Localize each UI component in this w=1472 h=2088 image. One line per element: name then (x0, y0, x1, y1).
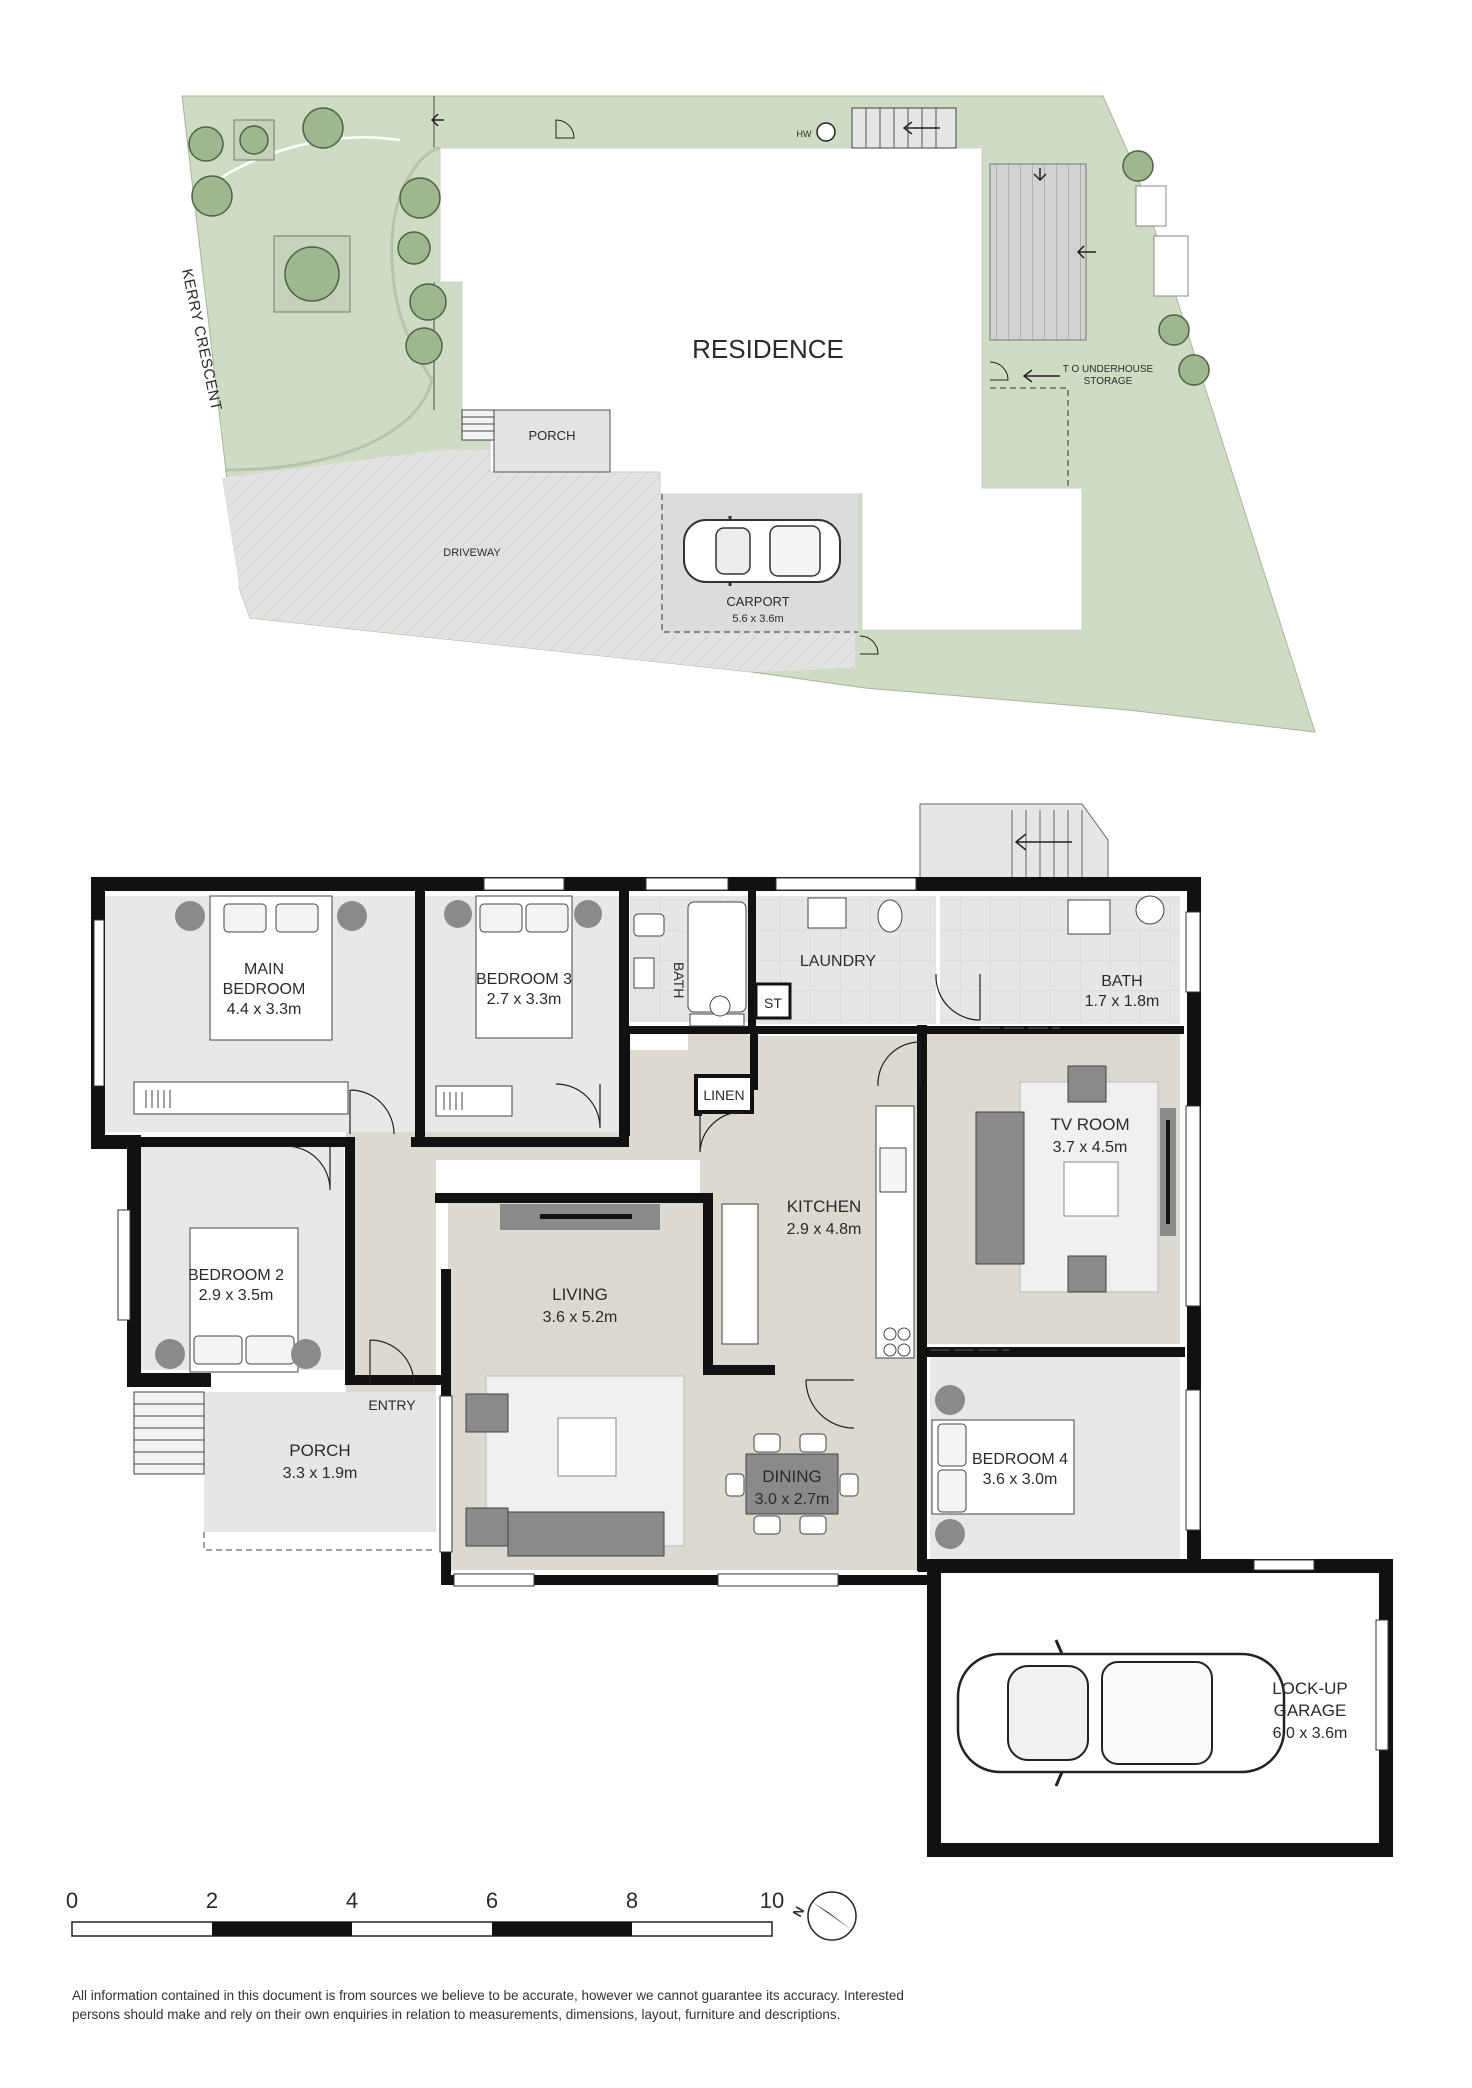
rear-stairs (851, 107, 957, 149)
bath-small-label: BATH (671, 962, 687, 998)
disclaimer-line-2: persons should make and rely on their ow… (72, 2007, 841, 2022)
residence-footprint (439, 147, 1083, 631)
garden-tree-icon (188, 107, 1210, 386)
scale-label-0: 0 (66, 1888, 78, 1913)
main-bedroom-label-1: MAIN (244, 961, 284, 978)
porch-steps (461, 409, 495, 441)
site-deck (989, 163, 1087, 341)
bath-fixtures (633, 895, 1165, 1027)
scale-label-6: 6 (486, 1888, 498, 1913)
dining-label: DINING (762, 1467, 822, 1486)
porch-size: 3.3 x 1.9m (283, 1465, 358, 1482)
residence-label: RESIDENCE (692, 334, 844, 364)
rear-stair-landing (919, 803, 1109, 881)
scale-label-2: 2 (206, 1888, 218, 1913)
carport-car-icon (683, 516, 841, 586)
wardrobe-icon (133, 1081, 513, 1117)
porch-label: PORCH (289, 1441, 350, 1460)
bedroom4-label: BEDROOM 4 (972, 1451, 1068, 1468)
kitchen-size: 2.9 x 4.8m (787, 1221, 862, 1238)
carport-label: CARPORT (726, 594, 789, 609)
garage-car-icon (956, 1639, 1286, 1787)
disclaimer-line-1: All information contained in this docume… (72, 1988, 904, 2003)
dining-table-icon (725, 1433, 859, 1535)
scale-label-10: 10 (760, 1888, 784, 1913)
house-floor-plan: MAIN BEDROOM 4.4 x 3.3m BEDROOM 3 2.7 x … (91, 803, 1393, 1857)
bath-label: BATH (1101, 973, 1142, 990)
north-arrow-icon: N (790, 1891, 857, 1941)
main-bedroom-label-2: BEDROOM (223, 981, 306, 998)
bedroom2-label: BEDROOM 2 (188, 1267, 284, 1284)
kitchen-label: KITCHEN (787, 1197, 862, 1216)
bed-icon (155, 895, 1075, 1549)
north-label: N (790, 1904, 808, 1920)
hot-water-icon (816, 122, 836, 142)
st-label: ST (764, 995, 782, 1011)
storage-label-1: T O UNDERHOUSE (1063, 364, 1154, 375)
garage-label-2: GARAGE (1274, 1701, 1347, 1720)
site-porch-label: PORCH (529, 428, 576, 443)
storage-label-2: STORAGE (1084, 376, 1133, 387)
kitchen-bench (721, 1105, 915, 1359)
bedroom3-label: BEDROOM 3 (476, 971, 572, 988)
bedroom4-size: 3.6 x 3.0m (983, 1471, 1058, 1488)
garage-label-1: LOCK-UP (1272, 1679, 1348, 1698)
site-plan: RESIDENCE PORCH DRIVEWAY CARPORT 5.6 x 3… (178, 95, 1316, 733)
linen-label: LINEN (703, 1087, 744, 1103)
laundry-label: LAUNDRY (800, 953, 877, 970)
tv-room-furniture (975, 1065, 1176, 1293)
bedroom2-size: 2.9 x 3.5m (199, 1287, 274, 1304)
scale-label-8: 8 (626, 1888, 638, 1913)
house-walls (91, 877, 1393, 1857)
entry-label: ENTRY (368, 1397, 416, 1413)
door-swings (285, 973, 981, 1429)
living-label: LIVING (552, 1285, 608, 1304)
driveway-label: DRIVEWAY (443, 547, 501, 559)
dining-size: 3.0 x 2.7m (755, 1491, 830, 1508)
tv-room-label: TV ROOM (1050, 1115, 1129, 1134)
main-bedroom-size: 4.4 x 3.3m (227, 1001, 302, 1018)
carport-size: 5.6 x 3.6m (732, 613, 783, 625)
scale-label-4: 4 (346, 1888, 358, 1913)
bath-size: 1.7 x 1.8m (1085, 993, 1160, 1010)
st-cupboard (754, 982, 792, 1020)
hot-water-label: HW (797, 129, 812, 139)
bedroom3-size: 2.7 x 3.3m (487, 991, 562, 1008)
living-size: 3.6 x 5.2m (543, 1309, 618, 1326)
disclaimer: All information contained in this docume… (72, 1986, 1372, 2024)
scale-bar: 0 2 4 6 8 10 (66, 1888, 784, 1937)
front-porch-steps (133, 1391, 205, 1475)
tv-room-size: 3.7 x 4.5m (1053, 1139, 1128, 1156)
porch-floor (204, 1392, 436, 1532)
living-furniture (465, 1204, 685, 1557)
windows (93, 877, 1389, 1751)
linen-cupboard (694, 1074, 754, 1114)
garage-size: 6.0 x 3.6m (1273, 1725, 1348, 1742)
